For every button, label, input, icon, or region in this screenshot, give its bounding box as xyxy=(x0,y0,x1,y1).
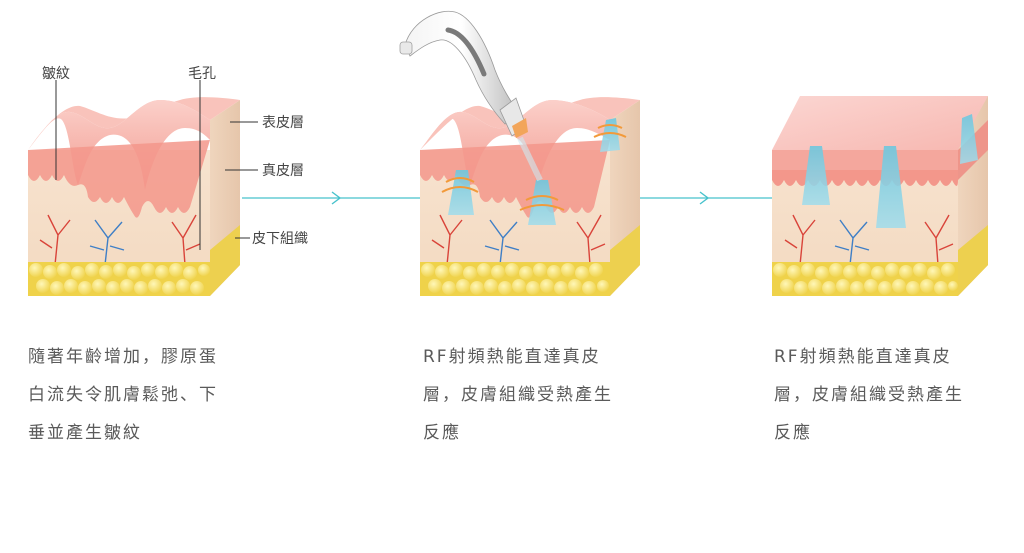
caption-result: RF射頻熱能直達真皮 層，皮膚組織受熱產生 反應 xyxy=(774,338,1014,452)
dermal-junction xyxy=(28,140,210,218)
arrow-right-icon xyxy=(640,191,772,205)
label-epidermis: 表皮層 xyxy=(262,115,304,131)
vessel-red xyxy=(431,214,606,266)
collagen-beam xyxy=(802,114,978,228)
vessel-blue xyxy=(484,219,520,266)
caption-line: 反應 xyxy=(423,423,461,443)
caption-line: 垂並產生皺紋 xyxy=(28,423,142,443)
fat-layer xyxy=(28,262,210,296)
caption-treatment: RF射頻熱能直達真皮 層，皮膚組織受熱產生 反應 xyxy=(423,338,663,452)
skin-block-aged: 皺紋 毛孔 表皮層 真皮層 皮下組織 xyxy=(28,66,308,296)
label-pore: 毛孔 xyxy=(188,66,216,82)
label-leaders xyxy=(55,80,258,250)
fat-layer xyxy=(420,262,610,296)
skin-block-treatment xyxy=(399,10,640,296)
label-subcutis: 皮下組織 xyxy=(252,231,308,247)
epidermis-top xyxy=(28,97,240,150)
caption-aged: 隨著年齡增加，膠原蛋 白流失令肌膚鬆弛、下 垂並產生皺紋 xyxy=(28,338,268,452)
caption-line: RF射頻熱能直達真皮 xyxy=(774,347,952,367)
label-dermis: 真皮層 xyxy=(262,163,304,179)
vessel-blue xyxy=(89,219,125,266)
caption-line: 層，皮膚組織受熱產生 xyxy=(774,385,964,405)
rf-handpiece-icon xyxy=(399,10,543,182)
caption-line: 隨著年齡增加，膠原蛋 xyxy=(28,347,218,367)
caption-line: 層，皮膚組織受熱產生 xyxy=(423,385,613,405)
arrow-right-icon xyxy=(242,191,420,205)
block-side-fat xyxy=(210,225,240,296)
caption-line: RF射頻熱能直達真皮 xyxy=(423,347,601,367)
heat-wave-icon xyxy=(441,124,627,211)
vessel-blue xyxy=(834,219,870,266)
label-wrinkle: 皺紋 xyxy=(42,66,70,82)
caption-line: 反應 xyxy=(774,423,812,443)
vessel-red xyxy=(784,214,954,266)
fat-layer xyxy=(772,262,958,296)
skin-block-result xyxy=(772,96,988,296)
epidermis-top xyxy=(772,96,988,150)
epidermis-layer xyxy=(28,100,210,190)
caption-line: 白流失令肌膚鬆弛、下 xyxy=(28,385,218,405)
vessel-red xyxy=(39,214,201,266)
